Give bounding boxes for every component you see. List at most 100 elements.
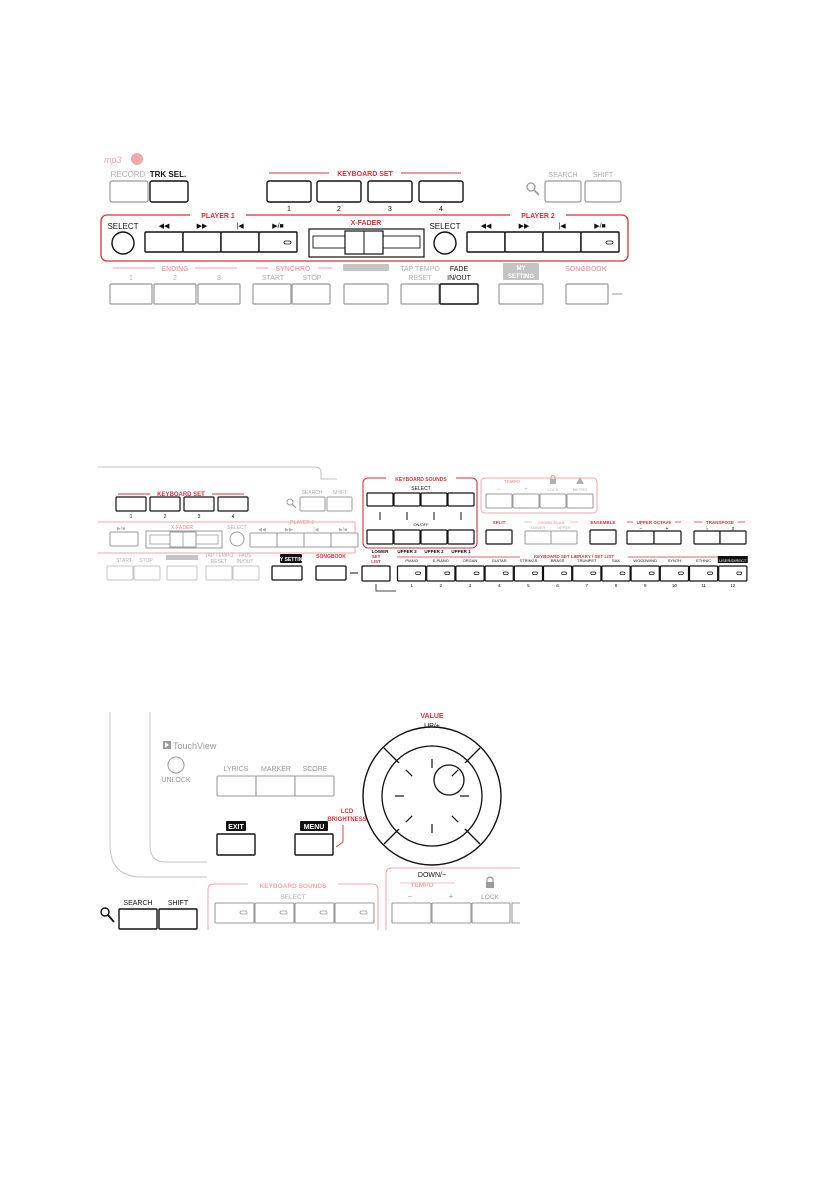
sound-select-upper1-button[interactable] [447, 492, 475, 507]
sound-select-button[interactable] [254, 902, 295, 924]
shift-button[interactable] [584, 180, 622, 203]
ensemble-button[interactable] [589, 529, 617, 545]
ending-3-button[interactable] [197, 283, 241, 305]
ending-2-button[interactable] [153, 283, 197, 305]
library-button[interactable] [513, 565, 544, 582]
keyboard-set-3-button[interactable] [183, 496, 215, 512]
songbook-button[interactable] [565, 283, 609, 305]
record-button[interactable] [109, 180, 149, 203]
unlock-button[interactable] [167, 756, 185, 774]
player1-rewind-button[interactable] [144, 231, 184, 253]
library-button[interactable] [630, 565, 660, 582]
player2-play-stop-button[interactable] [580, 231, 620, 253]
dial-knob[interactable] [433, 764, 465, 796]
shift-button[interactable] [326, 496, 353, 512]
library-button[interactable] [659, 565, 690, 582]
marker-button[interactable] [255, 775, 296, 797]
chord-scan-upper-button[interactable] [550, 530, 578, 545]
octave-minus-button[interactable] [626, 530, 655, 545]
sound-onoff-upper2-button[interactable] [420, 529, 448, 545]
transpose-sharp-button[interactable] [719, 530, 747, 545]
search-button[interactable] [118, 908, 158, 930]
sound-select-upper2-button[interactable] [420, 492, 448, 507]
player2-forward-button[interactable] [504, 231, 544, 253]
search-button[interactable] [544, 180, 582, 203]
keyboard-set-1-button[interactable] [115, 496, 147, 512]
fade-in-out-button[interactable] [439, 283, 479, 305]
library-button[interactable] [484, 565, 514, 582]
lock-button[interactable] [539, 493, 567, 509]
library-button[interactable] [426, 565, 456, 582]
player1-forward-button[interactable] [182, 231, 222, 253]
player1-select-button[interactable] [111, 231, 135, 255]
sound-select-button[interactable] [294, 902, 335, 924]
player1-home-button[interactable] [220, 231, 260, 253]
keyboard-set-4-button[interactable] [217, 496, 249, 512]
search-button[interactable] [299, 496, 326, 512]
library-number: 1 [410, 583, 413, 588]
play-stop-button[interactable] [109, 531, 139, 547]
ending-1-button[interactable] [109, 283, 153, 305]
shift-button[interactable] [158, 908, 198, 930]
keyboard-set-3-button[interactable] [367, 180, 413, 203]
sound-onoff-upper3-button[interactable] [393, 529, 421, 545]
octave-plus-button[interactable] [653, 530, 682, 545]
tap-tempo-button[interactable] [205, 565, 233, 581]
library-button[interactable] [688, 565, 719, 582]
trk-sel-button[interactable] [149, 180, 189, 203]
sound-select-button[interactable] [214, 902, 255, 924]
synchro-start-button[interactable] [106, 565, 134, 581]
fade-label: FADE [238, 553, 252, 559]
library-button[interactable] [572, 565, 602, 582]
forward-button[interactable] [276, 532, 305, 548]
chord-scan-upper-label: UPPER [557, 525, 571, 530]
sound-onoff-lower-button[interactable] [366, 529, 394, 545]
synchro-stop-button[interactable] [133, 565, 161, 581]
player2-rewind-button[interactable] [466, 231, 506, 253]
synchro-stop-button[interactable] [291, 283, 331, 305]
unlabeled-grey-button[interactable] [166, 565, 198, 581]
set-list-button[interactable] [361, 565, 391, 582]
my-setting-button[interactable] [271, 565, 303, 581]
menu-button[interactable] [294, 833, 334, 856]
value-dial[interactable] [362, 726, 502, 866]
library-button[interactable] [455, 565, 485, 582]
player2-select-button[interactable] [433, 231, 457, 255]
rewind-button[interactable] [249, 532, 278, 548]
player1-play-stop-button[interactable] [258, 231, 298, 253]
keyboard-set-2-button[interactable] [149, 496, 181, 512]
fade-in-out-button[interactable] [232, 565, 260, 581]
keyboard-set-2-button[interactable] [316, 180, 362, 203]
library-button[interactable] [718, 565, 748, 582]
synchro-start-button[interactable] [252, 283, 292, 305]
library-button[interactable] [601, 565, 631, 582]
select-button[interactable] [229, 531, 245, 547]
unlabeled-grey-button[interactable] [343, 283, 389, 305]
play-stop-button[interactable] [330, 532, 359, 548]
sound-select-lower-button[interactable] [366, 492, 394, 507]
exit-button[interactable] [216, 833, 256, 856]
home-button[interactable] [303, 532, 332, 548]
tempo-plus-button[interactable] [431, 902, 472, 924]
tap-tempo-button[interactable] [400, 283, 440, 305]
sound-onoff-upper1-button[interactable] [447, 529, 475, 545]
lyrics-button[interactable] [216, 775, 257, 797]
player2-home-button[interactable] [542, 231, 582, 253]
library-button[interactable] [396, 565, 427, 582]
split-button[interactable] [485, 529, 513, 545]
tempo-minus-button[interactable] [391, 902, 432, 924]
metro-button[interactable] [566, 493, 594, 509]
sound-select-upper3-button[interactable] [393, 492, 421, 507]
tempo-plus-button[interactable] [512, 493, 540, 509]
sound-select-button[interactable] [334, 902, 375, 924]
score-button[interactable] [294, 775, 335, 797]
my-setting-button[interactable] [498, 283, 544, 305]
keyboard-set-1-button[interactable] [266, 180, 312, 203]
chord-scan-lower-button[interactable] [524, 530, 552, 545]
lock-button[interactable] [471, 902, 511, 924]
keyboard-set-4-button[interactable] [418, 180, 464, 203]
transpose-flat-button[interactable] [693, 530, 721, 545]
library-button[interactable] [542, 565, 573, 582]
tempo-minus-button[interactable] [485, 493, 513, 509]
songbook-button[interactable] [315, 565, 347, 581]
